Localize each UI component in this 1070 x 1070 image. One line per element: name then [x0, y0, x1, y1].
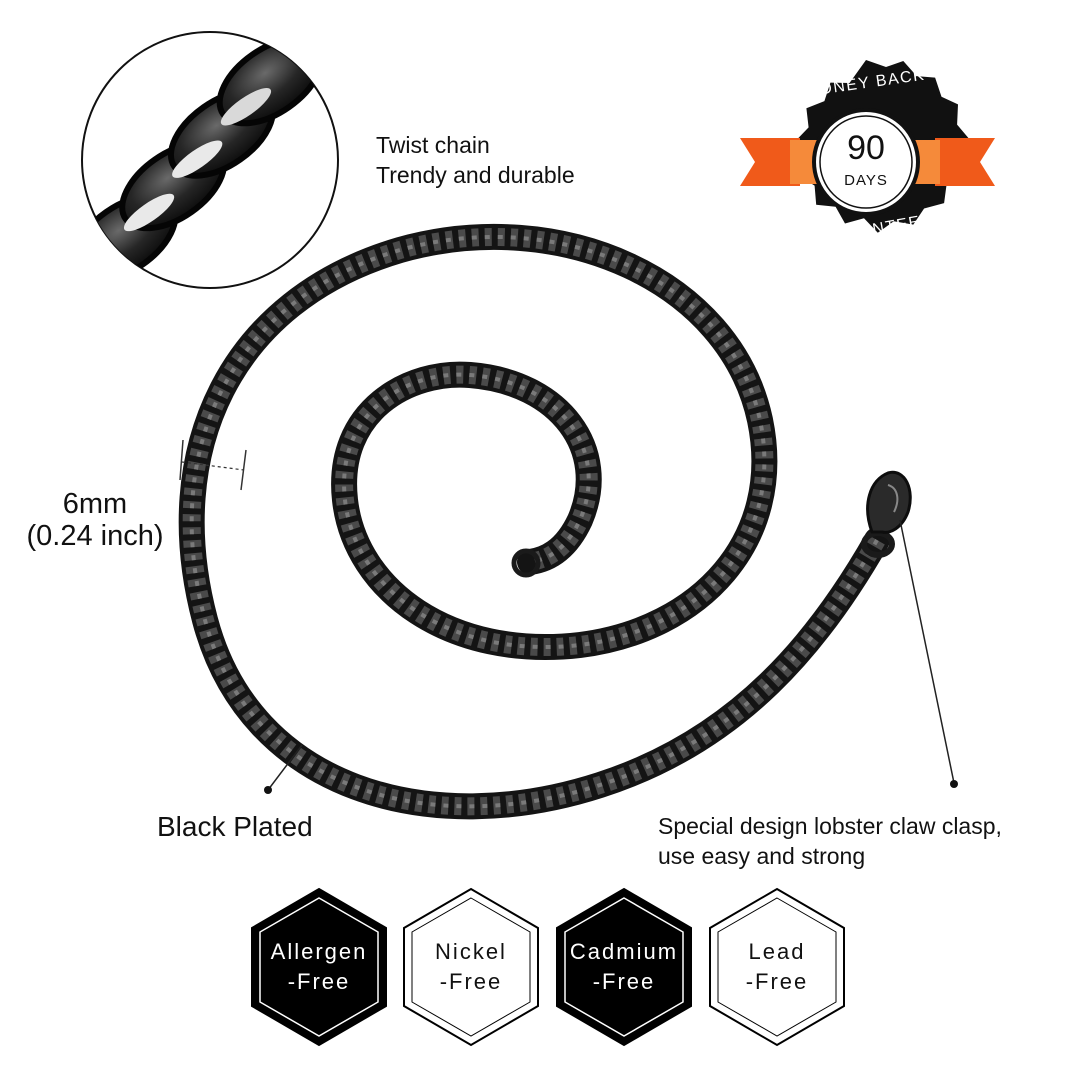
feature-cadmium-line2: -Free — [592, 969, 656, 994]
plating-pointer — [264, 744, 303, 794]
feature-allergen-label: Allergen -Free — [252, 937, 386, 997]
feature-nickel-line2: -Free — [439, 969, 503, 994]
feature-cadmium-line1: Cadmium — [569, 939, 679, 964]
clasp-pointer — [899, 519, 958, 788]
money-back-badge — [740, 60, 995, 233]
feature-allergen-line1: Allergen — [270, 939, 368, 964]
feature-cadmium-label: Cadmium -Free — [557, 937, 691, 997]
twist-chain-line1: Twist chain — [376, 132, 490, 158]
badge-ribbon-left — [740, 138, 800, 186]
feature-lead-label: Lead -Free — [710, 937, 844, 997]
feature-allergen-line2: -Free — [287, 969, 351, 994]
clasp-label-line2: use easy and strong — [658, 843, 866, 869]
feature-lead-line1: Lead — [748, 939, 806, 964]
width-inch-label: (0.24 inch) — [26, 520, 164, 552]
hex-cadmium-free — [556, 887, 692, 1047]
badge-unit: DAYS — [844, 172, 888, 189]
hex-lead-free — [709, 887, 845, 1047]
width-measure-marks — [179, 439, 247, 491]
lobster-clasp — [861, 470, 912, 558]
hex-allergen-free — [251, 887, 387, 1047]
twist-chain-line2: Trendy and durable — [376, 162, 575, 188]
feature-lead-line2: -Free — [745, 969, 809, 994]
width-mm-label: 6mm — [62, 488, 128, 520]
feature-hexagons — [251, 887, 845, 1047]
hex-nickel-free — [403, 887, 539, 1047]
necklace-chain — [178, 224, 890, 820]
chain-zoom-detail — [81, 31, 339, 289]
badge-ribbon-right — [935, 138, 995, 186]
clasp-label-line1: Special design lobster claw clasp, — [658, 813, 1002, 839]
black-plated-label: Black Plated — [157, 811, 313, 842]
feature-nickel-line1: Nickel — [435, 939, 507, 964]
feature-nickel-label: Nickel -Free — [404, 937, 538, 997]
badge-number: 90 — [847, 129, 885, 167]
